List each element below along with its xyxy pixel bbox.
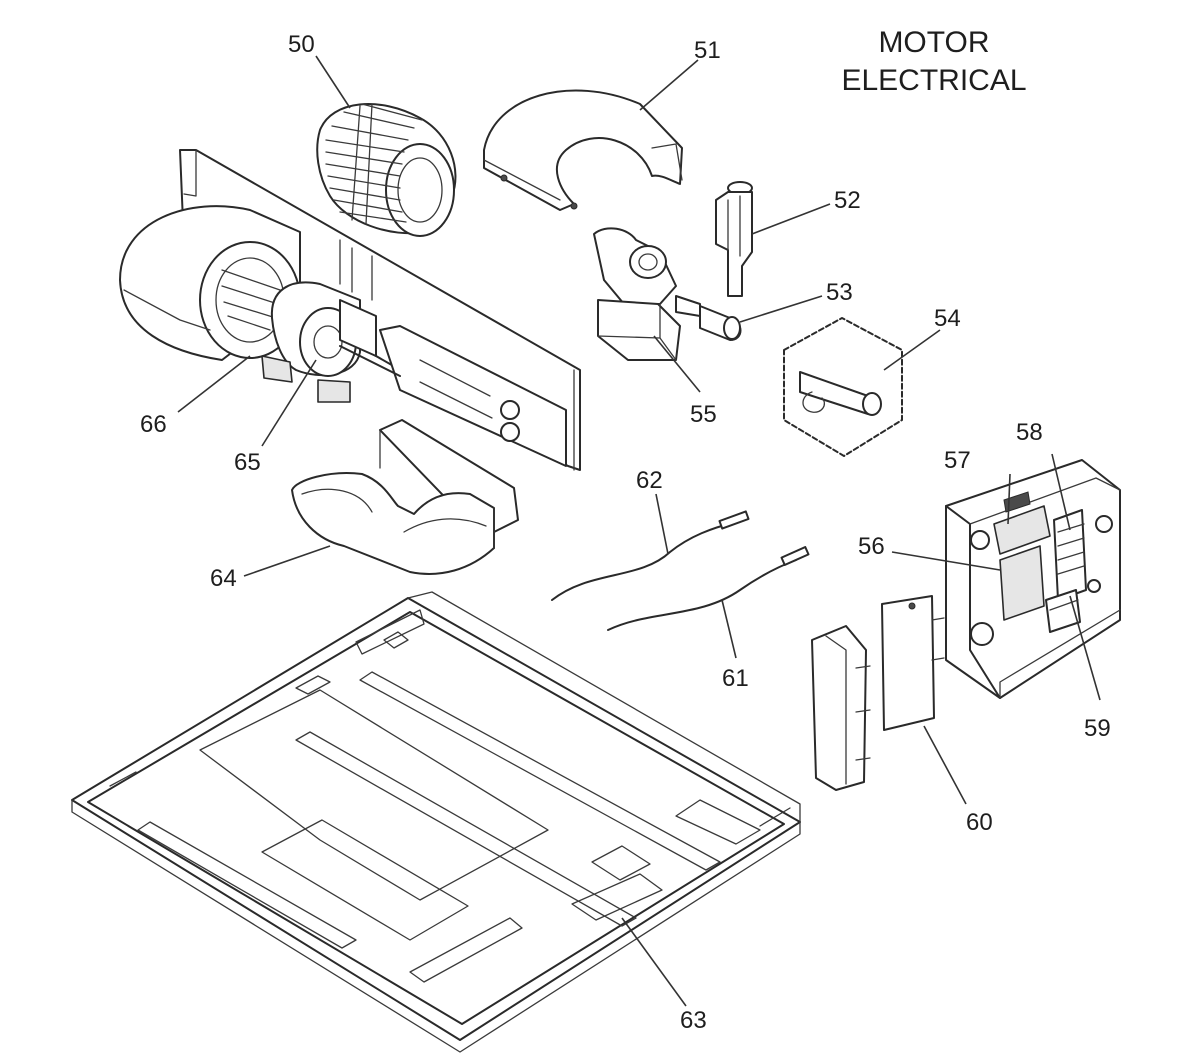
actuator-pump-part [593, 227, 701, 361]
part-label-65: 65 [234, 449, 261, 476]
diagram-title: MOTOR ELECTRICAL [804, 24, 1064, 100]
blower-motor-part [261, 281, 401, 403]
part-label-61: 61 [722, 665, 749, 692]
lower-scroll-part [291, 419, 519, 575]
part-label-64: 64 [210, 565, 237, 592]
sensor-wire-upper [551, 510, 750, 601]
capacitor-kit-part [783, 317, 903, 457]
part-label-52: 52 [834, 187, 861, 214]
part-label-58: 58 [1016, 419, 1043, 446]
part-label-62: 62 [636, 467, 663, 494]
title-line-2: ELECTRICAL [841, 64, 1027, 97]
part-label-60: 60 [966, 809, 993, 836]
part-label-55: 55 [690, 401, 717, 428]
sensor-wire-lower [607, 546, 810, 631]
title-line-1: MOTOR [878, 26, 990, 59]
part-label-54: 54 [934, 305, 961, 332]
base-pan-part [71, 591, 801, 1053]
part-label-66: 66 [140, 411, 167, 438]
part-label-56: 56 [858, 533, 885, 560]
part-label-51: 51 [694, 37, 721, 64]
control-box-part [945, 459, 1121, 699]
circuit-board-part [881, 595, 945, 731]
capacitor-part [699, 305, 742, 341]
part-label-50: 50 [288, 31, 315, 58]
mounting-bracket-part [715, 181, 753, 297]
circuit-board-cover [811, 625, 871, 791]
motor-cover-part [483, 89, 683, 211]
part-label-53: 53 [826, 279, 853, 306]
blower-housing-part [119, 205, 301, 361]
leader-lines [177, 55, 1101, 1007]
part-number-labels: 50 51 52 53 54 55 56 57 58 59 60 61 62 6… [140, 31, 1111, 1034]
part-label-59: 59 [1084, 715, 1111, 742]
part-label-63: 63 [680, 1007, 707, 1034]
part-label-57: 57 [944, 447, 971, 474]
blower-wheel-part [316, 103, 457, 237]
